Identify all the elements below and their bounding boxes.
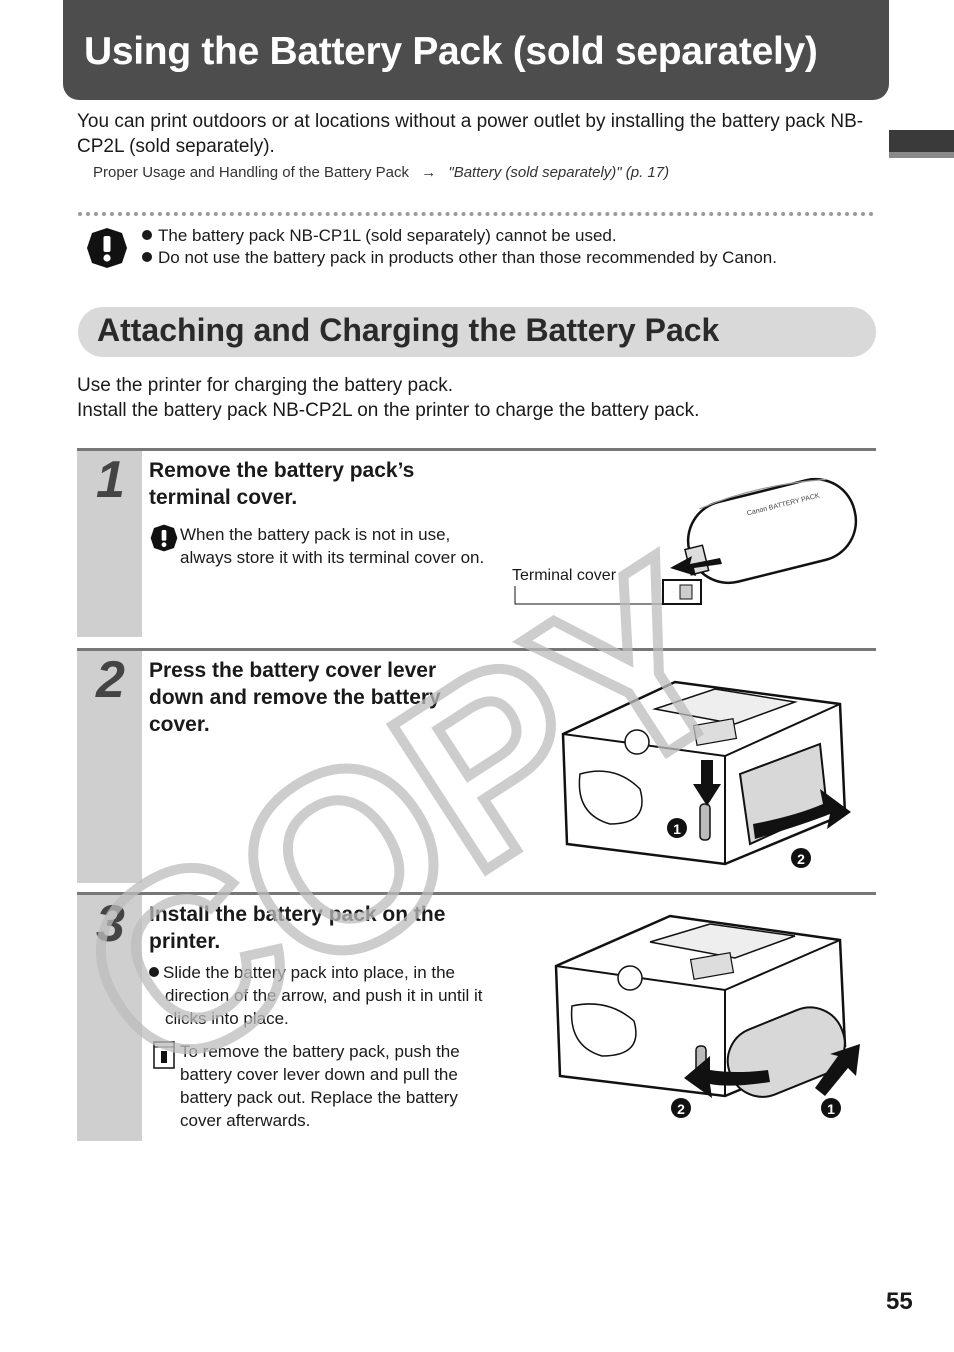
reference-line: Proper Usage and Handling of the Battery… (93, 164, 669, 181)
callout-number: 2 (797, 851, 805, 867)
step-number-band (77, 651, 142, 883)
caution-item: Do not use the battery pack in products … (142, 248, 777, 268)
step-divider (77, 648, 876, 651)
step-number: 3 (96, 895, 125, 953)
dotted-divider (78, 212, 874, 216)
step-heading: Press the battery cover lever down and r… (149, 659, 441, 736)
bullet-icon (142, 230, 152, 240)
callout-number: 1 (827, 1101, 835, 1117)
bullet-icon (142, 252, 152, 262)
title-banner (63, 0, 889, 100)
printer-battery-cover-illustration: 1 2 (555, 664, 855, 879)
section-title: Attaching and Charging the Battery Pack (97, 312, 720, 348)
page-number: 55 (886, 1288, 913, 1315)
battery-pack-illustration: Canon BATTERY PACK Terminal cover (508, 468, 868, 618)
reference-arrow-icon: → (421, 164, 437, 181)
chapter-tab-underline (889, 152, 954, 158)
reference-label: Proper Usage and Handling of the Battery… (93, 164, 410, 181)
callout-number: 1 (673, 821, 681, 837)
reference-link[interactable]: "Battery (sold separately)" (p. 17) (448, 164, 670, 181)
section-intro-line: Install the battery pack NB-CP2L on the … (77, 400, 700, 421)
step-number-band (77, 451, 142, 637)
step-note: To remove the battery pack, push the bat… (180, 1042, 460, 1130)
step-number: 2 (96, 651, 125, 709)
caution-icon (150, 524, 178, 552)
intro-paragraph: You can print outdoors or at locations w… (77, 111, 864, 157)
step-heading: Remove the battery pack’s terminal cover… (149, 459, 415, 509)
section-intro: Use the printer for charging the battery… (77, 373, 877, 423)
step-divider (77, 892, 876, 895)
printer-battery-install-illustration: 2 1 (550, 906, 860, 1126)
step-number-band (77, 895, 142, 1141)
memo-icon (153, 1041, 175, 1074)
step-divider (77, 448, 876, 451)
page-title: Using the Battery Pack (sold separately) (84, 30, 818, 73)
section-header-pill (78, 307, 876, 357)
terminal-cover-label: Terminal cover (512, 567, 617, 584)
step-heading: Install the battery pack on the printer. (149, 903, 446, 953)
caution-icon (86, 227, 128, 269)
step-bullet: Slide the battery pack into place, in th… (149, 961, 489, 1030)
caution-item: The battery pack NB-CP1L (sold separatel… (142, 226, 617, 246)
step-note: When the battery pack is not in use, alw… (180, 525, 485, 567)
bullet-icon (149, 967, 159, 977)
section-intro-line: Use the printer for charging the battery… (77, 375, 453, 396)
callout-number: 2 (677, 1101, 685, 1117)
step-number: 1 (96, 451, 125, 509)
